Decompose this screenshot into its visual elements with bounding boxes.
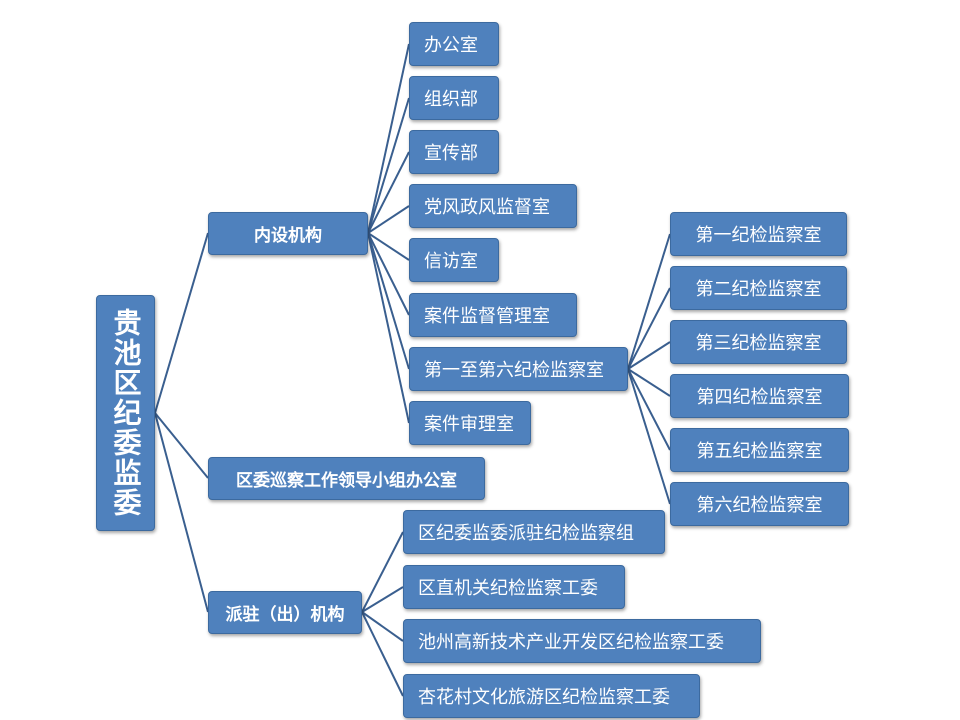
internal-item: 党风政风监督室 [409,184,577,228]
connector-root-dispatched [154,412,209,613]
internal-item: 案件监督管理室 [409,293,577,337]
connector-internal-item-8 [367,232,410,424]
supervision-room: 第五纪检监察室 [670,428,849,472]
internal-item: 组织部 [409,76,499,120]
connector-room-2 [627,287,671,370]
connector-root-internal [154,232,209,414]
connector-internal-item-4 [367,205,410,234]
connector-room-4 [627,368,671,397]
connector-internal-item-6 [367,232,410,316]
dispatched-item: 杏花村文化旅游区纪检监察工委 [403,674,700,718]
connector-room-3 [627,341,671,370]
connector-internal-item-3 [367,151,410,234]
supervision-room: 第二纪检监察室 [670,266,847,310]
internal-item: 案件审理室 [409,401,531,445]
connector-internal-item-5 [367,232,410,261]
dispatched-item: 区直机关纪检监察工委 [403,565,625,609]
internal-item: 办公室 [409,22,499,66]
connector-internal-item-7 [367,232,410,370]
supervision-room: 第一纪检监察室 [670,212,847,256]
supervision-room: 第四纪检监察室 [670,374,849,418]
connector-room-1 [627,233,671,370]
internal-item: 信访室 [409,238,499,282]
branch-inspection: 区委巡察工作领导小组办公室 [208,457,485,500]
connector-room-5 [627,368,671,451]
connector-dispatched-item-2 [361,586,404,613]
connector-internal-item-1 [367,43,410,234]
supervision-room: 第六纪检监察室 [670,482,849,526]
connector-dispatched-item-3 [361,611,404,642]
branch-internal: 内设机构 [208,212,368,255]
connector-root-inspection [154,412,209,479]
root-node: 贵池区纪委监委 [96,295,155,531]
supervision-room: 第三纪检监察室 [670,320,847,364]
connector-dispatched-item-1 [361,531,404,613]
branch-dispatched: 派驻（出）机构 [208,591,362,634]
internal-item: 宣传部 [409,130,499,174]
dispatched-item: 区纪委监委派驻纪检监察组 [403,510,665,554]
dispatched-item: 池州高新技术产业开发区纪检监察工委 [403,619,761,663]
connector-dispatched-item-4 [361,611,404,697]
connector-internal-item-2 [367,97,410,234]
internal-item: 第一至第六纪检监察室 [409,347,628,391]
connector-room-6 [627,368,671,505]
